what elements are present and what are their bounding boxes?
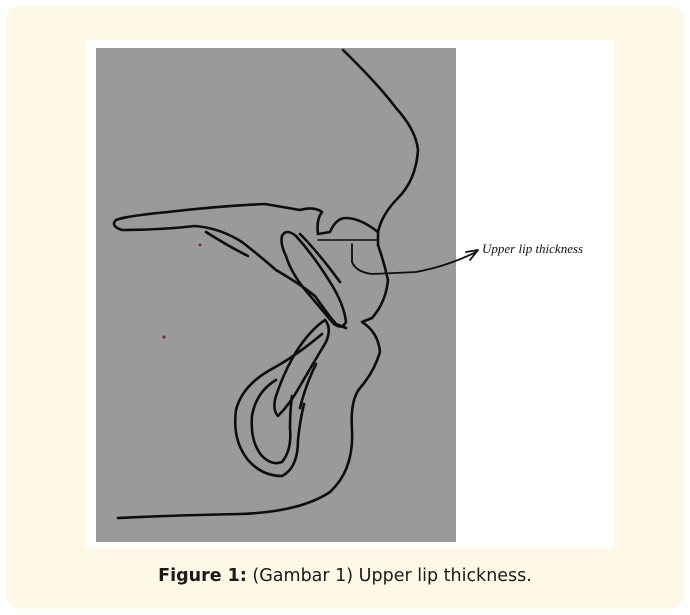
palate-outline	[114, 204, 378, 328]
caption-text: (Gambar 1) Upper lip thickness.	[247, 566, 532, 586]
figure-caption: Figure 1: (Gambar 1) Upper lip thickness…	[0, 566, 690, 586]
upper-incisor-root-line	[300, 234, 340, 282]
mandible-symphysis-outer	[235, 334, 322, 476]
palate-inner-line	[206, 232, 248, 256]
upper-lip-thickness-label: Upper lip thickness	[482, 241, 583, 257]
photo-speck	[199, 244, 202, 247]
measure-leader-line	[352, 244, 476, 274]
caption-label: Figure 1:	[158, 566, 247, 586]
mandible-symphysis-inner	[252, 380, 292, 463]
nose-profile-line	[343, 50, 418, 245]
photo-speck	[162, 335, 165, 338]
